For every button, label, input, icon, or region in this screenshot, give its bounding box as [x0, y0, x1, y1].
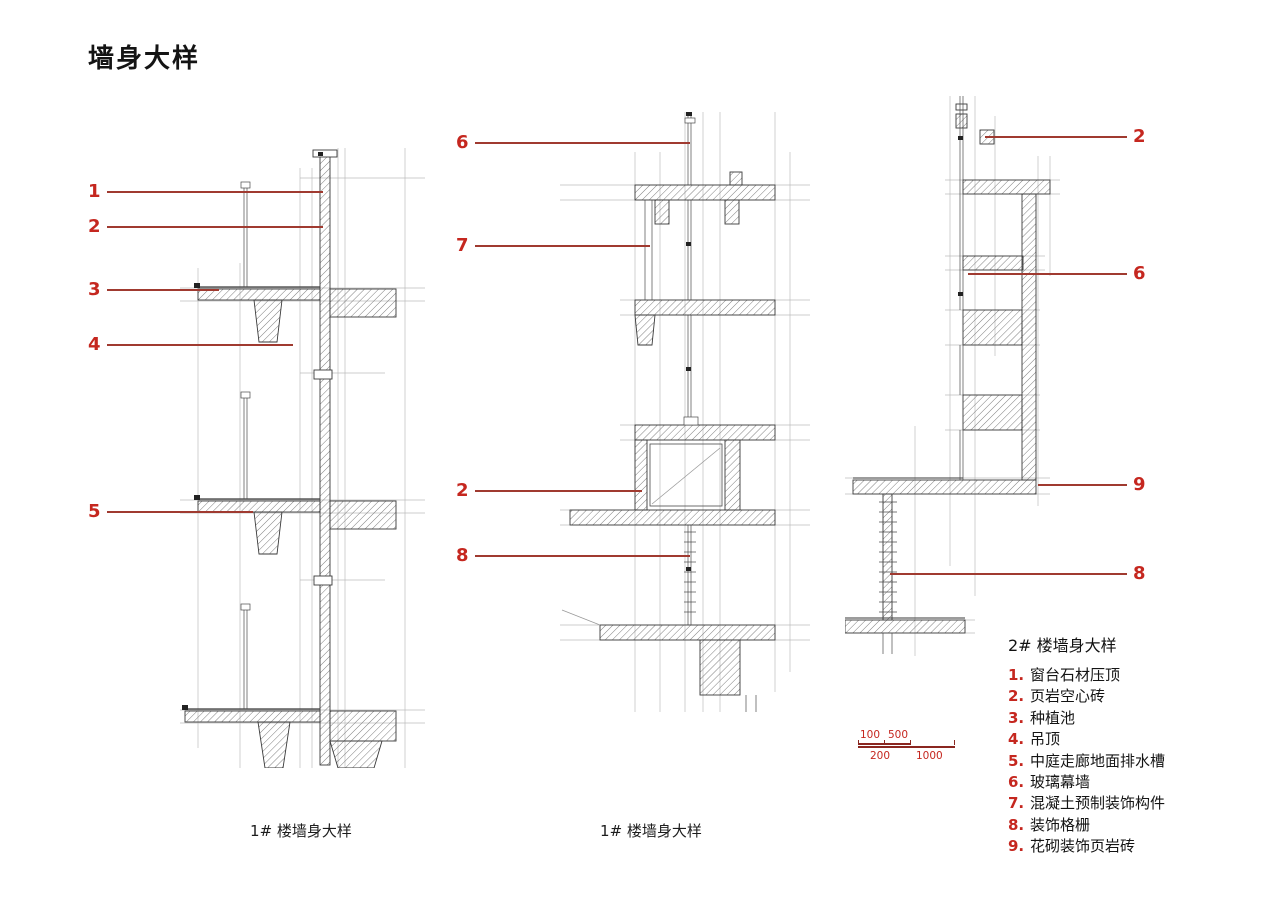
leader-line — [106, 289, 219, 291]
legend-item-number: 5. — [1008, 751, 1025, 770]
callout-9: 9 — [1038, 474, 1146, 496]
legend-item: 3. 种植池 — [1008, 708, 1165, 729]
legend-item-number: 7. — [1008, 794, 1025, 813]
legend-item-number: 2. — [1008, 687, 1025, 706]
legend: 2# 楼墙身大样 1. 窗台石材压顶 2. 页岩空心砖 3. 种植池 4. 吊顶… — [1008, 632, 1165, 858]
callout-number: 6 — [1133, 263, 1146, 284]
legend-item: 6. 玻璃幕墙 — [1008, 772, 1165, 793]
leader-line — [985, 136, 1127, 138]
leader-line — [106, 191, 323, 193]
scale-line-upper — [858, 743, 910, 745]
leader-line — [474, 490, 642, 492]
leader-line — [106, 344, 293, 346]
legend-item-number: 6. — [1008, 773, 1025, 792]
legend-item-label: 吊顶 — [1030, 730, 1061, 749]
callout-4: 4 — [88, 334, 293, 356]
legend-item-label: 混凝土预制装饰构件 — [1030, 794, 1166, 813]
wall-section-drawing-left — [180, 148, 425, 768]
legend-item-number: 8. — [1008, 815, 1025, 834]
legend-item: 9. 花砌装饰页岩砖 — [1008, 836, 1165, 857]
callout-number: 8 — [1133, 563, 1146, 584]
callout-number: 2 — [88, 216, 101, 237]
scale-label-200: 200 — [870, 750, 891, 762]
callout-2: 2 — [88, 216, 323, 238]
legend-item-label: 玻璃幕墙 — [1030, 773, 1091, 792]
legend-title: 2# 楼墙身大样 — [1008, 636, 1117, 655]
legend-item: 5. 中庭走廊地面排水槽 — [1008, 751, 1165, 772]
legend-item: 8. 装饰格栅 — [1008, 815, 1165, 836]
legend-item-label: 窗台石材压顶 — [1030, 666, 1121, 684]
callout-6: 6 — [456, 132, 690, 154]
callout-8b: 8 — [890, 563, 1146, 585]
leader-line — [968, 273, 1127, 275]
legend-item-number: 4. — [1008, 730, 1025, 749]
callout-number: 4 — [88, 334, 101, 355]
callout-8: 8 — [456, 545, 690, 567]
legend-item-number: 9. — [1008, 837, 1025, 856]
callout-6b: 6 — [968, 263, 1146, 285]
page-title: 墙身大样 — [88, 44, 201, 74]
scale-label-500: 500 — [888, 729, 909, 741]
legend-item-label: 页岩空心砖 — [1030, 687, 1106, 706]
scale-tick — [954, 740, 955, 745]
scale-tick — [858, 740, 859, 745]
legend-item: 4. 吊顶 — [1008, 729, 1165, 750]
callout-number: 2 — [456, 480, 469, 501]
callout-number: 5 — [88, 501, 101, 522]
callout-5: 5 — [88, 501, 253, 523]
callout-number: 6 — [456, 132, 469, 153]
leader-line — [474, 555, 690, 557]
scale-tick — [910, 740, 911, 745]
callout-3: 3 — [88, 279, 219, 301]
callout-2c: 2 — [985, 126, 1146, 148]
leader-line — [106, 226, 323, 228]
callout-2b: 2 — [456, 480, 642, 502]
callout-number: 2 — [1133, 126, 1146, 147]
leader-line — [890, 573, 1127, 575]
scale-tick — [884, 740, 885, 745]
legend-item: 7. 混凝土预制装饰构件 — [1008, 793, 1165, 814]
legend-item: 1. 窗台石材压顶 — [1008, 665, 1165, 686]
leader-line — [1038, 484, 1127, 486]
leader-line — [474, 142, 690, 144]
caption-left-drawing: 1# 楼墙身大样 — [250, 822, 352, 840]
scale-label-100: 100 — [860, 729, 881, 741]
scale-label-1000: 1000 — [916, 750, 943, 762]
legend-item-number: 3. — [1008, 708, 1025, 727]
callout-1: 1 — [88, 181, 323, 203]
scale-bar: 100 500 200 1000 — [858, 729, 958, 765]
scale-line-lower — [858, 746, 955, 748]
callout-7: 7 — [456, 235, 650, 257]
legend-item-label: 种植池 — [1030, 708, 1076, 727]
caption-middle-drawing: 1# 楼墙身大样 — [600, 822, 702, 840]
legend-item-label: 装饰格栅 — [1030, 815, 1091, 834]
legend-item-number: 1. — [1008, 666, 1025, 684]
callout-number: 7 — [456, 235, 469, 256]
legend-item-label: 花砌装饰页岩砖 — [1030, 837, 1136, 856]
legend-item: 2. 页岩空心砖 — [1008, 686, 1165, 707]
wall-section-drawing-middle — [560, 112, 810, 712]
wall-section-drawing-right — [845, 96, 1060, 656]
callout-number: 3 — [88, 279, 101, 300]
callout-number: 9 — [1133, 474, 1146, 495]
callout-number: 8 — [456, 545, 469, 566]
legend-item-label: 中庭走廊地面排水槽 — [1030, 751, 1166, 770]
leader-line — [106, 511, 253, 513]
callout-number: 1 — [88, 181, 101, 202]
leader-line — [474, 245, 650, 247]
